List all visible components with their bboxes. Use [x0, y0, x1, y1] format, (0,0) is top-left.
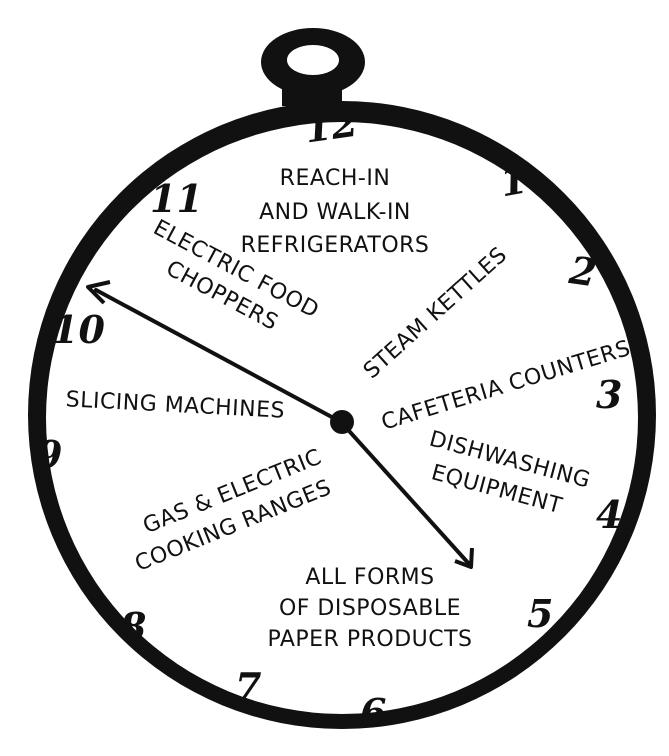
- numeral-9: 9: [36, 432, 62, 477]
- label-reach-in-line1: REACH-IN: [280, 166, 391, 191]
- numeral-6: 6: [360, 690, 386, 735]
- label-paper-line2: OF DISPOSABLE: [279, 596, 461, 621]
- numeral-7: 7: [235, 664, 261, 709]
- hands-pivot: [330, 410, 354, 434]
- label-paper-line1: ALL FORMS: [305, 565, 434, 590]
- label-paper-line3: PAPER PRODUCTS: [267, 627, 472, 652]
- numeral-8: 8: [119, 604, 146, 649]
- numeral-3: 3: [596, 372, 622, 417]
- numeral-10: 10: [52, 307, 105, 352]
- label-reach-in-line3: REFRIGERATORS: [241, 233, 430, 258]
- watch-crown: [261, 28, 365, 106]
- numeral-11: 11: [150, 176, 203, 221]
- numeral-5: 5: [527, 591, 553, 636]
- numeral-12: 12: [302, 100, 361, 152]
- numeral-4: 4: [596, 492, 622, 537]
- label-reach-in-line2: AND WALK-IN: [259, 200, 411, 225]
